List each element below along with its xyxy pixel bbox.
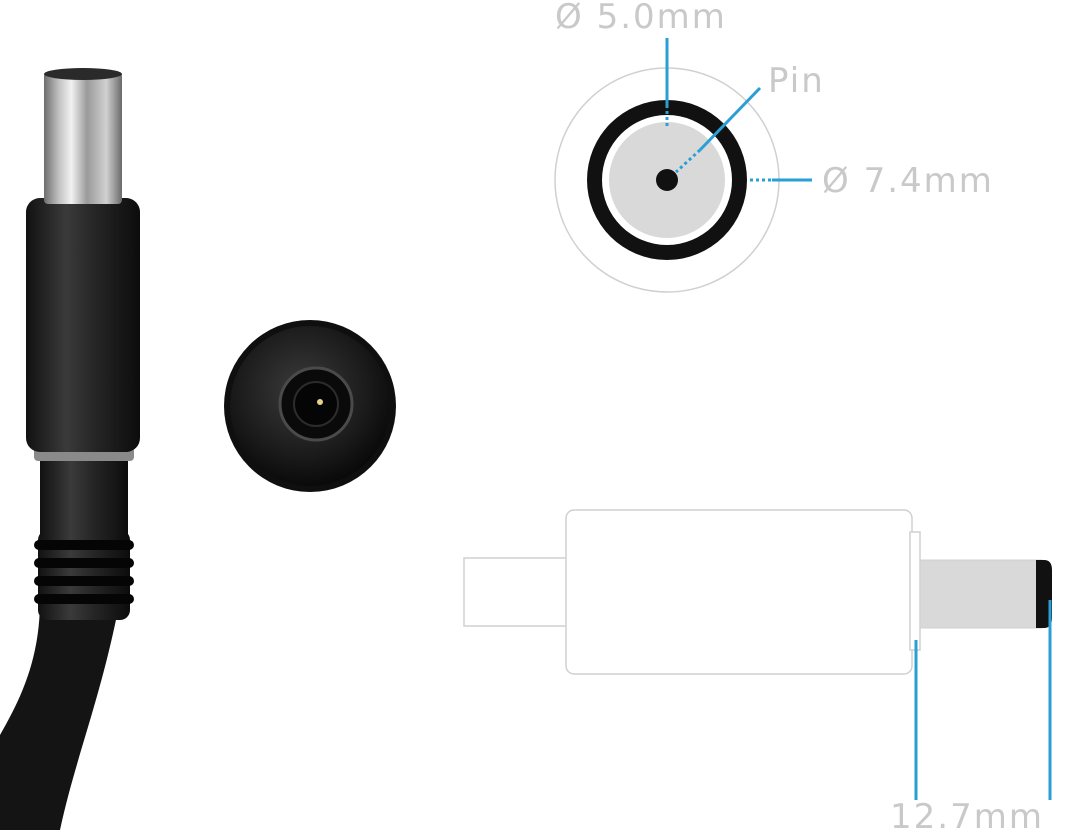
profile-tip-end xyxy=(1036,560,1052,628)
pin-dot xyxy=(656,169,678,191)
inner-diameter-label: Ø 5.0mm xyxy=(555,0,727,37)
profile-tip xyxy=(919,559,1043,629)
profile-collar xyxy=(909,531,921,651)
pin-label: Pin xyxy=(768,61,825,101)
metal-tip-top xyxy=(44,68,122,80)
profile-body xyxy=(565,509,913,675)
plug-collar xyxy=(40,455,128,540)
side-profile-diagram xyxy=(463,509,1052,800)
cable-stub xyxy=(463,557,575,627)
outer-diameter-label: Ø 7.4mm xyxy=(822,161,994,201)
cable xyxy=(0,600,118,830)
plug-end-view xyxy=(224,320,396,492)
cross-section-diagram xyxy=(554,38,812,293)
strain-relief xyxy=(34,530,134,620)
tip-length-label: 12.7mm xyxy=(890,797,1044,837)
plug-body xyxy=(26,198,140,452)
metal-tip xyxy=(44,72,122,204)
center-pin xyxy=(317,399,323,405)
plug-photo xyxy=(0,68,140,830)
